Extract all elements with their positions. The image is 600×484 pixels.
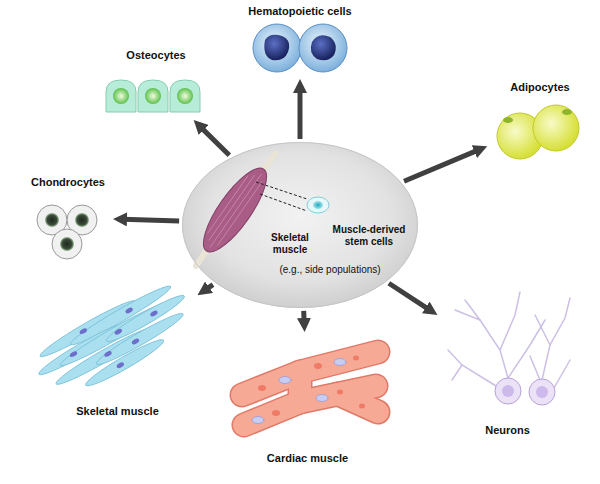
stem-cell [307,197,329,213]
cell-type-group: Cardiac muscle [225,335,390,465]
cell-type-label: Cardiac muscle [267,451,348,465]
cell-type-label: Osteocytes [126,48,185,62]
cell-type-label: Neurons [485,423,530,437]
cardiac-muscle [242,352,378,425]
differentiation-arrow [201,127,230,155]
differentiation-arrow [404,150,478,181]
stem-cell-label: Muscle-derived stem cells [328,224,410,248]
skeletal-muscle-fibers [28,273,201,407]
muscle-organ [193,154,277,266]
stem-cell-label: Skeletal muscle [262,232,318,256]
cell-type-label: Skeletal muscle [76,404,159,418]
cell-type-group: Chondrocytes [26,175,110,260]
differentiation-arrow [389,283,429,309]
cell-type-group: Adipocytes [490,80,590,168]
cell-type-group: Neurons [440,285,575,437]
osteocytes [106,80,200,112]
differentiation-arrow [123,219,179,221]
differentiation-arrow [301,311,306,322]
hematopoietic-cells [253,24,347,72]
neurons [448,292,570,405]
cell-type-label: Adipocytes [510,80,569,94]
differentiation-arrow [298,89,303,139]
cell-type-group: Osteocytes [100,48,212,118]
cell-type-group: Hematopoietic cells [235,4,365,76]
zoom-lines [256,182,307,211]
center-ground [182,142,418,308]
cell-type-label: Hematopoietic cells [248,4,351,18]
cell-type-label: Chondrocytes [31,175,105,189]
stem-cell-label: (e.g., side populations) [270,264,390,276]
differentiation-arrow [206,285,213,290]
ellipse-border [183,143,418,308]
stem-cell-ellipse: Skeletal muscle Muscle-derived stem cells… [182,142,418,308]
adipocytes [497,105,579,159]
chondrocytes [37,205,97,259]
cell-type-group: Skeletal muscle [40,282,195,418]
